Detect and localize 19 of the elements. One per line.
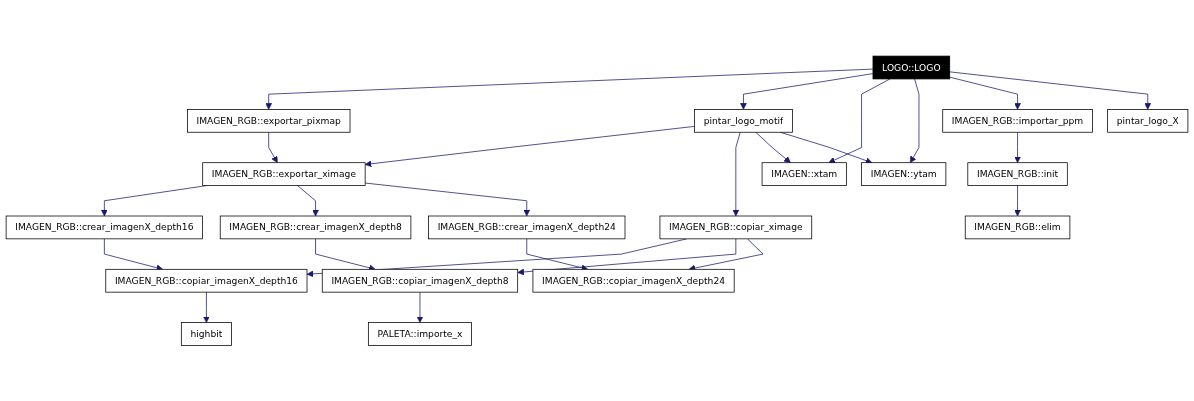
node-box: highbit — [180, 321, 232, 346]
node-box: IMAGEN_RGB::copiar_ximage — [659, 215, 813, 239]
node-box: IMAGEN_RGB::exportar_pixmap — [187, 108, 351, 133]
node-box: LOGO::LOGO — [872, 55, 951, 80]
node-box: pintar_logo_motif — [694, 108, 793, 133]
node-box: IMAGEN_RGB::elim — [964, 215, 1071, 239]
node-box: IMAGEN_RGB::crear_imagenX_depth16 — [5, 215, 203, 239]
node-box: IMAGEN_RGB::crear_imagenX_depth8 — [219, 215, 412, 239]
node-box: pintar_logo_X — [1107, 108, 1189, 133]
node-box: IMAGEN_RGB::copiar_imagenX_depth16 — [105, 268, 308, 293]
node-box: IMAGEN::ytam — [861, 162, 947, 186]
node-box: PALETA::importe_x — [368, 321, 472, 346]
node-box: IMAGEN_RGB::exportar_ximage — [202, 162, 366, 186]
node-box: IMAGEN_RGB::crear_imagenX_depth24 — [428, 215, 626, 239]
node-box: IMAGEN_RGB::copiar_imagenX_depth8 — [321, 268, 519, 293]
node-box: IMAGEN_RGB::init — [967, 162, 1068, 186]
node-box: IMAGEN_RGB::copiar_imagenX_depth24 — [532, 268, 735, 293]
node-box: IMAGEN_RGB::importar_ppm — [942, 108, 1093, 133]
node-box: IMAGEN::xtam — [761, 162, 847, 186]
